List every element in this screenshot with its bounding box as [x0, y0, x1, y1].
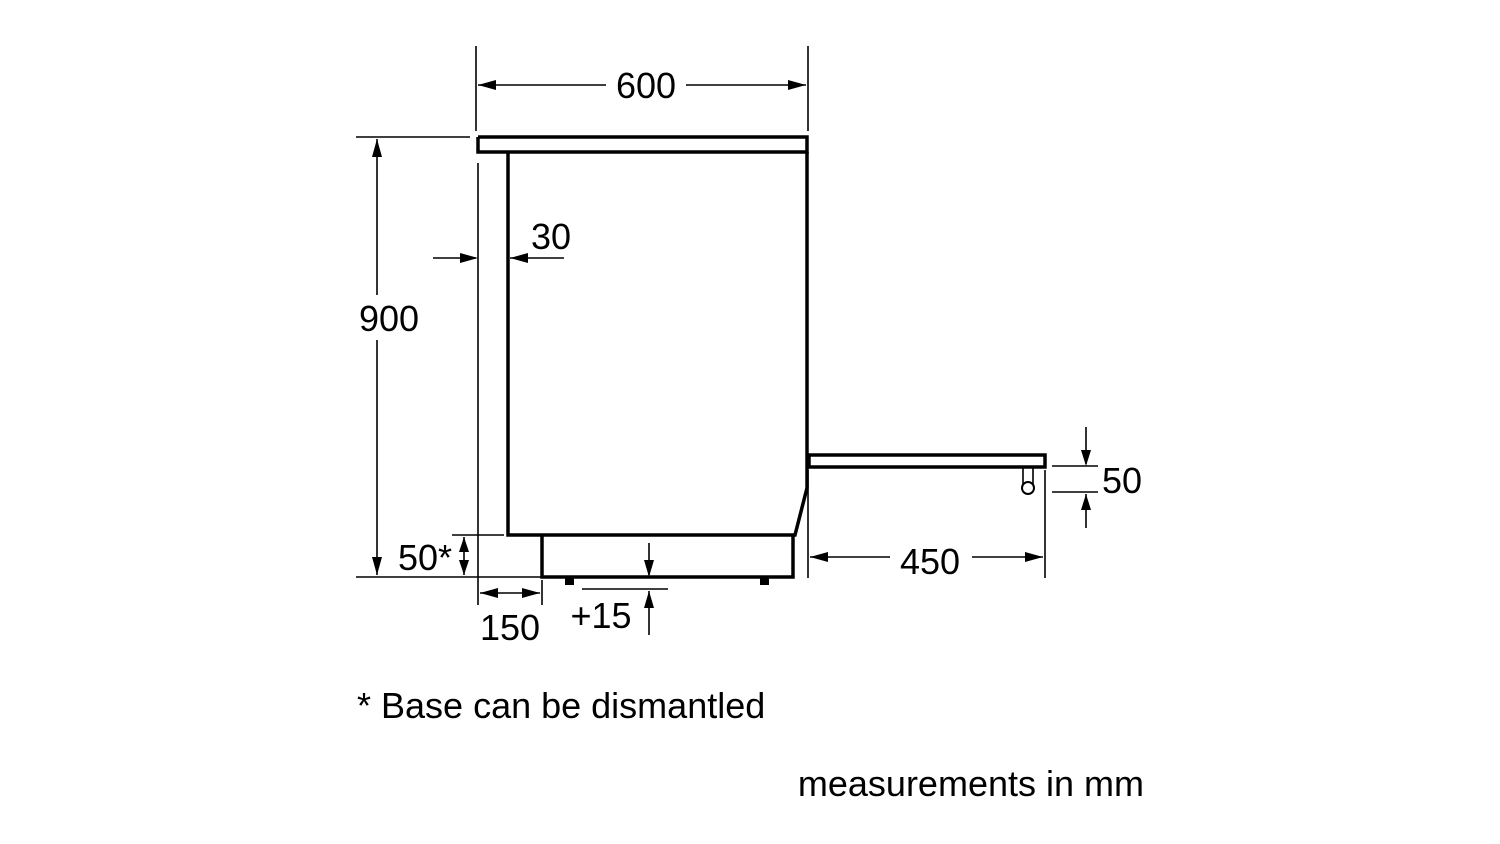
dimension-base-height: 50*	[398, 534, 504, 578]
foot-adjust-label: +15	[570, 595, 631, 636]
height-label: 900	[359, 298, 419, 339]
appliance-base	[540, 535, 795, 585]
open-door	[807, 453, 1047, 495]
width-label: 600	[616, 65, 676, 106]
dimension-base-depth: 150	[480, 580, 543, 648]
appliance-outline	[476, 135, 809, 537]
dimension-door-thickness: 50	[1052, 427, 1142, 528]
dimension-width: 600	[475, 46, 809, 131]
units-note: measurements in mm	[798, 763, 1144, 804]
base-depth-label: 150	[480, 607, 540, 648]
door-thickness-label: 50	[1102, 460, 1142, 501]
dimension-foot-adjust: +15	[570, 543, 668, 636]
dimension-height: 900	[356, 136, 542, 578]
dimension-door-open: 450	[807, 470, 1046, 582]
base-height-label: 50*	[398, 537, 452, 578]
wall-gap-label: 30	[531, 216, 571, 257]
door-open-label: 450	[900, 541, 960, 582]
footnote-base-dismantled: * Base can be dismantled	[357, 685, 765, 726]
dimension-wall-gap: 30	[433, 216, 571, 263]
